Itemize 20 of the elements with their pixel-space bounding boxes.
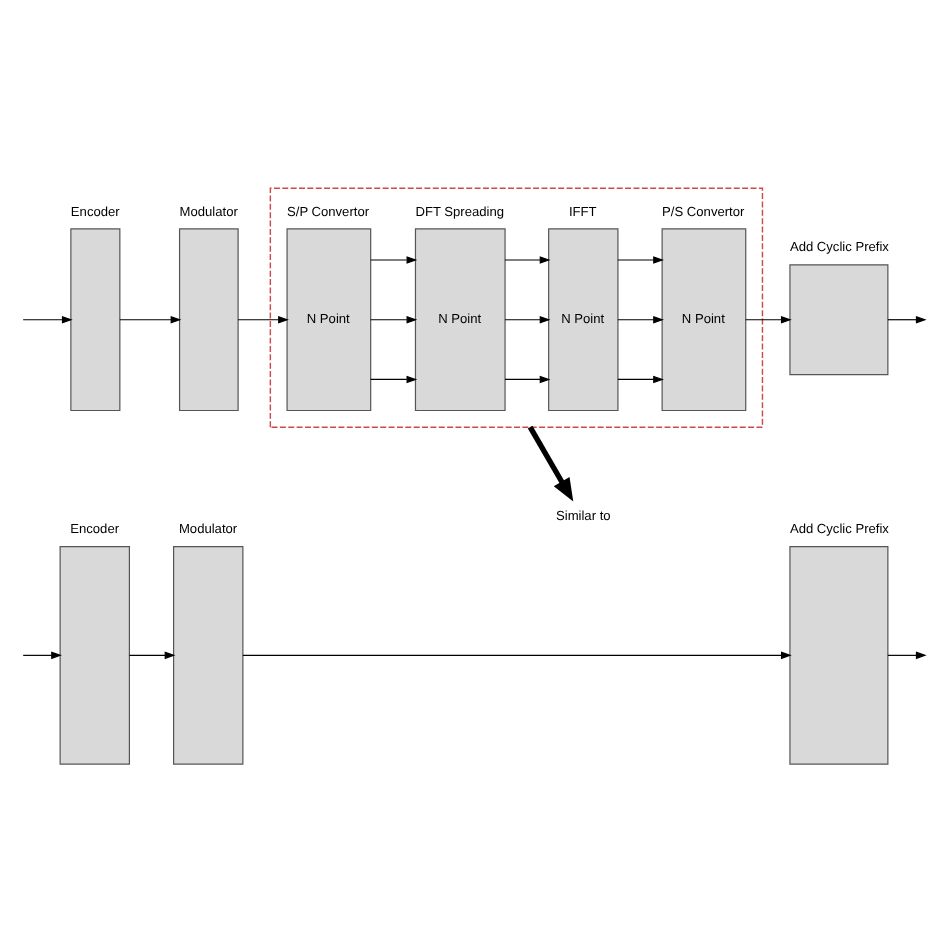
arrow xyxy=(887,314,927,323)
arrow xyxy=(617,374,664,383)
arrow xyxy=(617,255,664,263)
arrow xyxy=(527,424,574,501)
arrow xyxy=(504,374,551,383)
arrow xyxy=(237,314,289,323)
arrow xyxy=(22,650,62,659)
arrow xyxy=(370,314,418,323)
arrow xyxy=(887,650,927,659)
arrow xyxy=(504,255,551,263)
arrow xyxy=(370,374,418,383)
arrow xyxy=(504,314,551,323)
arrow xyxy=(370,255,418,263)
arrow xyxy=(617,314,664,323)
arrow xyxy=(119,314,182,323)
arrow xyxy=(128,650,176,659)
arrow xyxy=(242,650,792,659)
cluster xyxy=(269,186,764,427)
arrow xyxy=(745,314,792,323)
arrow xyxy=(22,314,73,323)
